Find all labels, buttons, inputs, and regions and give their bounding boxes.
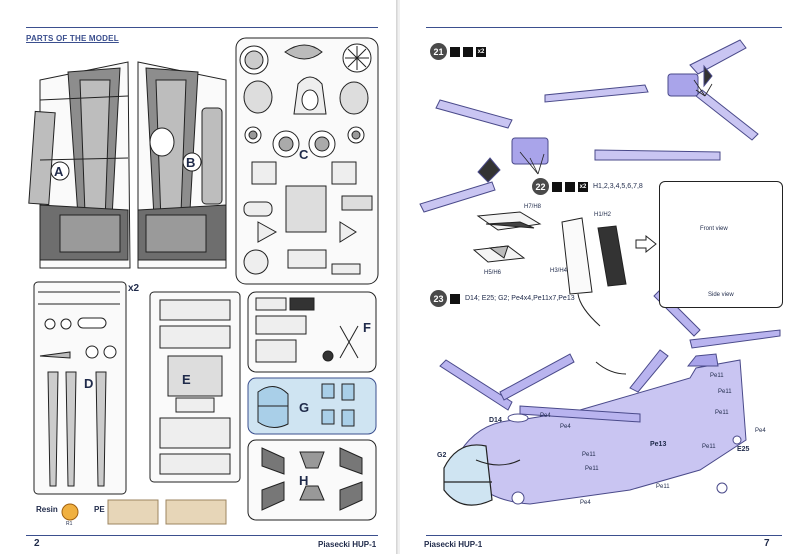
sprue-g-label: G — [299, 400, 310, 415]
sprue-e — [149, 291, 241, 483]
pe-label: PE — [94, 505, 105, 514]
glue-icon — [552, 181, 562, 192]
step-21-header: 21 x2 — [430, 43, 486, 60]
sprue-e-label: E — [182, 372, 191, 387]
label-pe11-6: Pe11 — [585, 466, 599, 472]
bottom-rule-right — [426, 535, 782, 536]
pe-fret — [107, 499, 227, 525]
label-g2: G2 — [437, 452, 447, 459]
top-rule — [26, 27, 378, 28]
glue-icon — [450, 46, 460, 57]
label-h1h2: H1/H2 — [594, 212, 612, 218]
resin-label: Resin — [36, 505, 58, 514]
sprue-b — [137, 61, 227, 269]
label-pe11-2: Pe11 — [718, 389, 732, 395]
label-h3h4: H3/H4 — [550, 268, 568, 274]
sprue-h-label: H — [299, 473, 309, 488]
sprue-h — [247, 439, 377, 521]
step-21-number: 21 — [430, 43, 447, 60]
step-23-number: 23 — [430, 290, 447, 307]
step21-rotor-blades — [419, 39, 759, 213]
sprue-c-label: C — [299, 147, 309, 162]
label-pe4-2: Pe4 — [560, 424, 571, 430]
footer-title-left: Piasecki HUP-1 — [318, 540, 377, 549]
sprue-a — [28, 61, 131, 269]
canopy-g2 — [443, 444, 493, 506]
step22-tail-parts — [472, 211, 657, 295]
sprue-d-multiplier: x2 — [128, 283, 140, 294]
right-page: 21 x2 22 x2 H1,2,3,4,5,6,7,8 23 D14; E25… — [400, 0, 798, 554]
paint-icon — [463, 46, 473, 57]
sprue-a-label: A — [54, 164, 64, 179]
page-gutter — [396, 0, 402, 554]
label-pe4-4: Pe4 — [755, 428, 766, 434]
label-h7h8: H7/H8 — [524, 204, 542, 210]
label-pe13: Pe13 — [650, 441, 667, 448]
label-h5h6: H5/H6 — [484, 270, 502, 276]
step-23-header: 23 D14; E25; G2; Pe4x4,Pe11x7,Pe13 — [430, 290, 575, 307]
label-pe11-1: Pe11 — [710, 373, 724, 379]
sprue-c — [235, 37, 379, 285]
count-icon: x2 — [578, 181, 588, 192]
page-number-left: 2 — [34, 538, 40, 549]
bottom-rule — [26, 535, 378, 536]
resin-part — [61, 503, 79, 521]
label-pe4-3: Pe4 — [580, 500, 591, 506]
section-title: PARTS OF THE MODEL — [26, 34, 119, 43]
label-pe11-3: Pe11 — [715, 410, 729, 416]
glue-icon — [450, 293, 460, 304]
sprue-f-label: F — [363, 320, 371, 335]
footer-title-right: Piasecki HUP-1 — [424, 540, 483, 549]
top-rule-right — [426, 27, 782, 28]
label-pe11-7: Pe11 — [656, 484, 670, 490]
sprue-d — [33, 281, 127, 495]
step-22-parts: H1,2,3,4,5,6,7,8 — [593, 183, 643, 190]
label-pe11-4: Pe11 — [702, 444, 716, 450]
sprue-g — [247, 377, 377, 435]
left-page: PARTS OF THE MODEL — [0, 0, 398, 554]
paint-icon — [565, 181, 575, 192]
callout-arrows — [475, 293, 627, 466]
step23-helicopter — [439, 289, 781, 505]
side-view-label: Side view — [708, 292, 734, 298]
front-view-label: Front view — [700, 226, 728, 232]
label-e25: E25 — [737, 446, 750, 453]
page-number-right: 7 — [764, 538, 770, 549]
label-pe11-5: Pe11 — [582, 452, 596, 458]
sprue-f — [247, 291, 377, 373]
sprue-b-label: B — [186, 155, 196, 170]
resin-part-label: R1 — [66, 521, 73, 527]
step-23-parts: D14; E25; G2; Pe4x4,Pe11x7,Pe13 — [465, 295, 575, 302]
label-d14: D14 — [489, 417, 502, 424]
step-22-number: 22 — [532, 178, 549, 195]
count-icon: x2 — [476, 46, 486, 57]
assembly-drawing — [419, 39, 781, 506]
parts-sprues-drawing — [28, 37, 379, 525]
sprue-d-label: D — [84, 376, 94, 391]
reference-views-box: Front view Side view — [659, 181, 783, 308]
step-22-header: 22 x2 H1,2,3,4,5,6,7,8 — [532, 178, 643, 195]
label-pe4-1: Pe4 — [540, 413, 551, 419]
